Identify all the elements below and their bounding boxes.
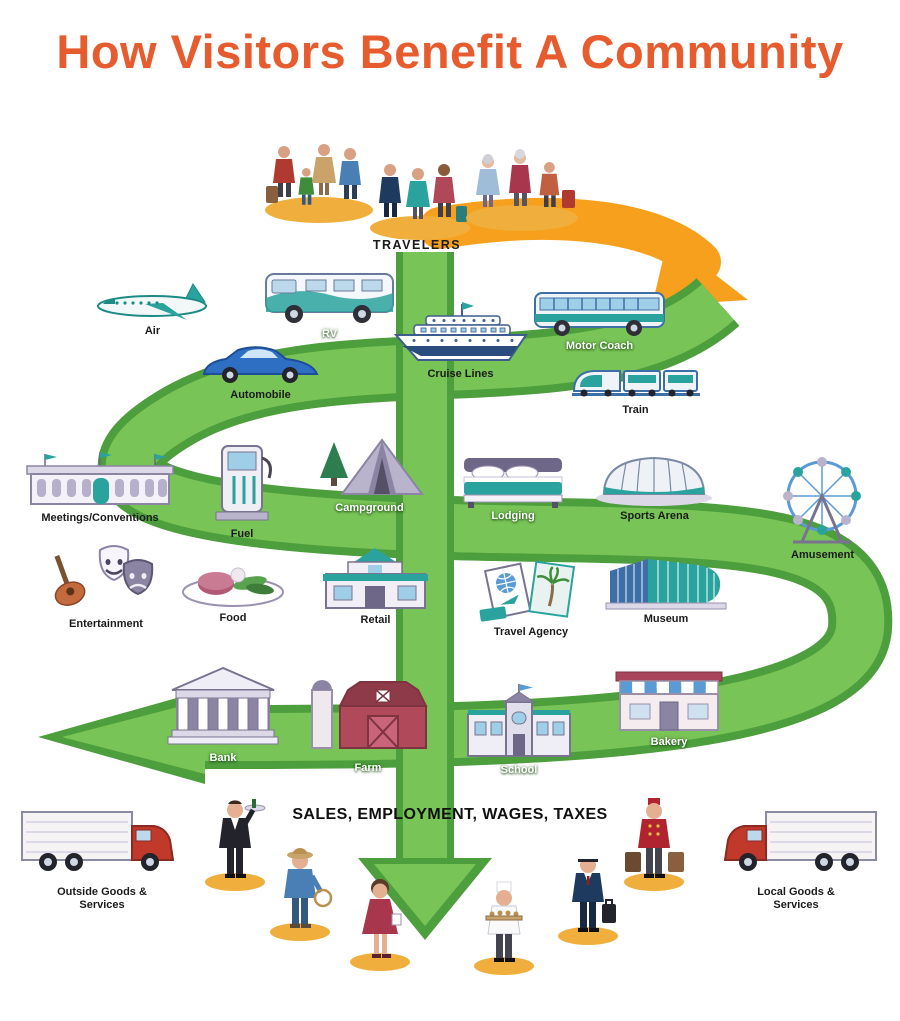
community-bank: Bank (162, 662, 284, 765)
people-group-icon (370, 164, 470, 240)
meetings-label: Meetings/Conventions (41, 512, 159, 524)
bakery-label: Bakery (650, 736, 688, 748)
service-travel-agency: Travel Agency (472, 552, 590, 639)
service-amusement: Amusement (765, 452, 880, 562)
worker-bellhop (622, 796, 688, 892)
automobile-label: Automobile (230, 389, 291, 401)
travel-brochures-icon (479, 560, 576, 622)
bellhop-icon (624, 798, 684, 891)
barn-icon (311, 680, 428, 749)
school-building-icon (467, 684, 571, 757)
entertainment-label: Entertainment (69, 618, 143, 630)
travelers-label: TRAVELERS (372, 238, 462, 252)
airplane-icon (97, 283, 207, 320)
service-meetings: Meetings/Conventions (25, 448, 175, 525)
local-goods-truck: Local Goods & Services (712, 800, 880, 911)
train-icon (572, 370, 700, 397)
fuel-label: Fuel (230, 528, 254, 540)
theater-masks-icon (54, 545, 154, 606)
orange-arrowhead (652, 238, 748, 306)
food-label: Food (219, 612, 247, 624)
service-lodging: Lodging (458, 452, 568, 523)
farm-label: Farm (354, 762, 382, 774)
bank-building-icon (167, 666, 279, 745)
bed-icon (463, 458, 563, 508)
car-icon (202, 346, 319, 383)
chef-icon (474, 880, 534, 975)
transport-cruise-lines: Cruise Lines (388, 298, 533, 381)
rv-camper-icon (265, 273, 394, 323)
service-museum: Museum (602, 545, 730, 626)
worker-waiter (203, 796, 267, 892)
transport-air: Air (95, 278, 210, 338)
worker-pilot (556, 850, 622, 946)
slogan-text: SALES, EMPLOYMENT, WAGES, TAXES (292, 806, 608, 823)
cruise-ship-icon (393, 302, 528, 361)
travelers-group-3 (462, 128, 582, 233)
stadium-icon (596, 456, 712, 506)
waiter-icon (205, 799, 266, 891)
community-bakery: Bakery (608, 652, 730, 749)
train-label: Train (622, 404, 649, 416)
service-entertainment: Entertainment (42, 538, 170, 631)
service-retail: Retail (318, 542, 433, 627)
worker-businesswoman (348, 876, 412, 972)
lodging-label: Lodging (491, 510, 535, 522)
campground-label: Campground (335, 502, 404, 514)
pilot-icon (558, 853, 618, 945)
air-label: Air (144, 325, 161, 337)
bakery-shop-icon (615, 671, 723, 731)
service-campground: Campground (312, 432, 427, 515)
travelers-group-1 (262, 120, 377, 225)
transport-rv: RV (262, 268, 397, 341)
gas-pump-icon (215, 445, 272, 521)
businesswoman-icon (350, 879, 410, 971)
sports-arena-label: Sports Arena (620, 510, 689, 522)
worker-chef (472, 880, 538, 976)
service-food: Food (178, 552, 288, 625)
worker-cowboy (268, 846, 334, 942)
delivery-truck-icon (723, 811, 877, 871)
retail-label: Retail (360, 614, 391, 626)
tent-icon (320, 438, 424, 495)
outside-goods-truck: Outside Goods & Services (18, 800, 186, 911)
ferris-wheel-icon (783, 457, 861, 544)
amusement-label: Amusement (791, 549, 854, 561)
cruise-lines-label: Cruise Lines (427, 368, 494, 380)
transport-motor-coach: Motor Coach (532, 288, 667, 353)
rv-label: RV (321, 328, 338, 340)
delivery-truck-icon (21, 811, 175, 871)
transport-automobile: Automobile (198, 342, 323, 402)
community-school: School (458, 682, 580, 777)
page-title: How Visitors Benefit A Community (56, 25, 844, 78)
transport-train: Train (568, 360, 703, 417)
local-goods-label: Local Goods & Services (757, 886, 835, 911)
community-farm: Farm (302, 660, 434, 775)
travelers-group-2 (368, 150, 473, 242)
bus-icon (534, 292, 665, 336)
bank-label: Bank (209, 752, 237, 764)
cowboy-icon (270, 848, 333, 941)
people-group-icon (466, 149, 578, 231)
people-group-icon (265, 144, 373, 223)
storefront-icon (323, 548, 428, 609)
down-arrowhead-inner (374, 864, 476, 926)
museum-label: Museum (643, 613, 689, 625)
museum-building-icon (605, 559, 727, 610)
outside-goods-label: Outside Goods & Services (57, 886, 147, 911)
left-arrowhead-inner (62, 700, 205, 774)
food-platter-icon (182, 567, 284, 607)
travel-agency-label: Travel Agency (493, 626, 569, 638)
school-label: School (500, 764, 538, 776)
motor-coach-label: Motor Coach (565, 340, 634, 352)
service-sports-arena: Sports Arena (592, 448, 717, 523)
convention-center-icon (26, 452, 174, 505)
service-fuel: Fuel (208, 438, 276, 541)
